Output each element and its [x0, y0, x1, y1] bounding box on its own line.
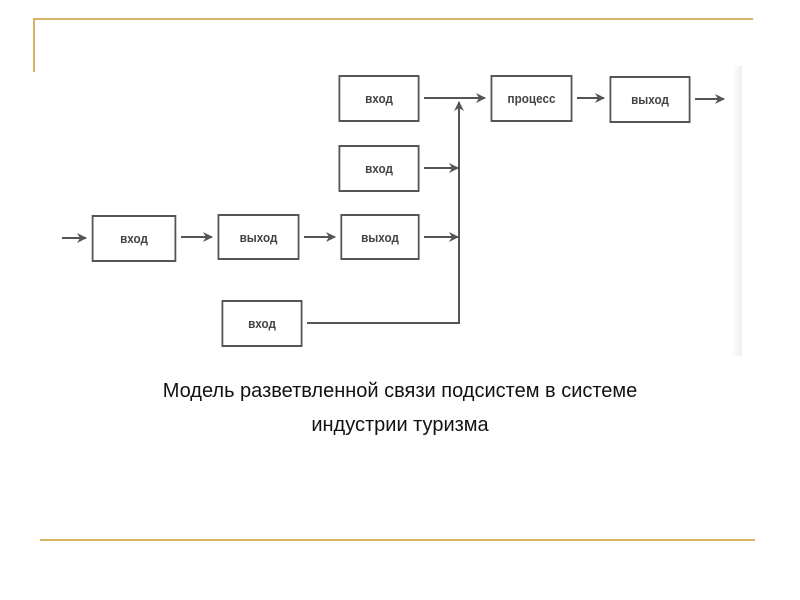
node-output-final: выход [609, 76, 691, 123]
node-output-1: выход [217, 214, 300, 260]
node-output-2: выход [340, 214, 420, 260]
caption: Модель разветвленной связи подсистем в с… [0, 374, 800, 442]
node-input-mid: вход [338, 145, 420, 192]
bottom-accent-line [40, 539, 755, 541]
caption-line-2: индустрии туризма [311, 414, 489, 436]
caption-line-1: Модель разветвленной связи подсистем в с… [162, 380, 638, 402]
left-accent-line [33, 18, 35, 72]
top-accent-line [33, 18, 753, 20]
node-input-top: вход [338, 75, 420, 122]
image-edge-shade [732, 66, 742, 356]
connector-input-bottom-to-bus [307, 101, 464, 324]
node-input-left: вход [91, 215, 177, 262]
node-input-bottom: вход [221, 300, 303, 347]
node-process: процесс [490, 75, 573, 122]
